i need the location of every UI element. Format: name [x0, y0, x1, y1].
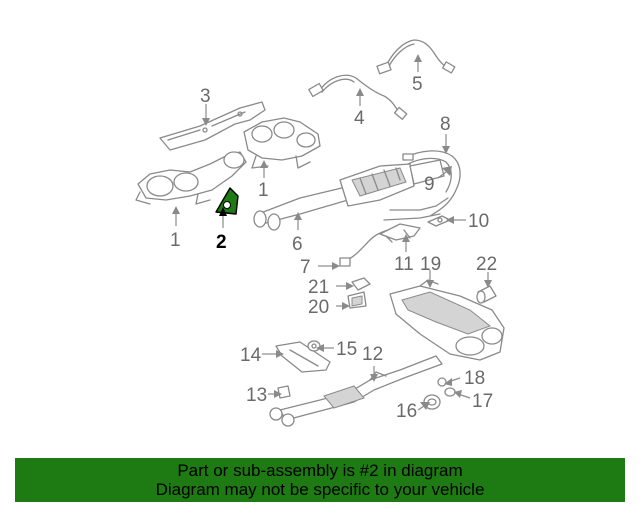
callout-4: 4: [354, 108, 365, 129]
info-banner: Part or sub-assembly is #2 in diagram Di…: [15, 458, 625, 502]
callout-17: 17: [472, 391, 493, 412]
callout-13: 13: [246, 385, 267, 406]
callout-11: 11: [394, 254, 414, 275]
part-10-clamp: [427, 215, 451, 227]
part-7-oxygen-sensor: [339, 229, 389, 267]
callout-15: 15: [336, 339, 357, 360]
callout-2: 2: [216, 232, 227, 253]
part-2-gasket-highlighted: [215, 187, 239, 215]
callout-8: 8: [440, 114, 451, 135]
callout-22: 22: [476, 254, 497, 275]
part-19-rear-muffler: [389, 279, 505, 361]
leader-lines: [172, 54, 492, 411]
callout-9: 9: [424, 174, 435, 195]
part-1-manifold-right: [243, 117, 321, 169]
part-6-front-pipe: [253, 159, 445, 231]
part-12-intermediate-pipe: [269, 355, 443, 427]
part-11-bracket: [379, 223, 421, 243]
banner-line-2: Diagram may not be specific to your vehi…: [155, 480, 485, 499]
part-3-heat-shield: [159, 101, 266, 151]
callout-1-right: 1: [258, 180, 269, 201]
callout-7: 7: [300, 257, 311, 278]
callout-5: 5: [412, 74, 423, 95]
callout-10: 10: [468, 211, 489, 232]
part-22-tip: [476, 285, 497, 304]
callout-3: 3: [200, 86, 211, 107]
part-8-9-sensor-cables: [383, 150, 461, 221]
part-21-hanger: [351, 277, 371, 291]
callout-6: 6: [292, 234, 303, 255]
callout-21: 21: [308, 277, 329, 298]
callout-18: 18: [464, 368, 485, 389]
callout-16: 16: [396, 401, 417, 422]
part-15-nut: [307, 340, 321, 352]
part-4-oxygen-sensor: [308, 74, 408, 120]
part-17-clamp: [444, 387, 456, 397]
banner-line-1: Part or sub-assembly is #2 in diagram: [177, 461, 463, 480]
callout-14: 14: [240, 345, 262, 366]
callout-12: 12: [362, 344, 383, 365]
part-20-hanger: [347, 291, 367, 309]
part-13-bolt: [277, 385, 291, 399]
exhaust-system-diagram: 3 4 5 1 1 2 6 8 9 10 11 19 22 7 21 20 14…: [135, 39, 505, 427]
callout-19: 19: [420, 254, 441, 275]
callout-labels: 3 4 5 1 1 2 6 8 9 10 11 19 22 7 21 20 14…: [170, 74, 497, 422]
part-18-washer: [437, 377, 447, 387]
part-14-heat-shield: [275, 341, 331, 373]
callout-1-left: 1: [170, 230, 181, 251]
part-1-manifold-left: [135, 151, 247, 205]
callout-20: 20: [308, 297, 329, 318]
part-5-oxygen-sensor: [376, 39, 456, 75]
